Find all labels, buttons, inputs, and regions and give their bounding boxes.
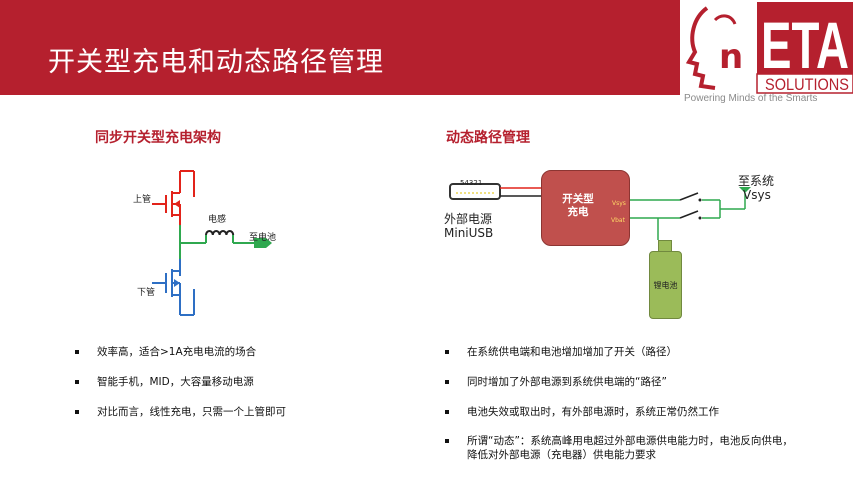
page-title: 开关型充电和动态路径管理 [48,47,384,78]
to-battery-label: 至电池 [249,233,277,243]
usb-pins: 54321 [460,179,483,187]
left-heading: 同步开关型充电架构 [95,130,221,146]
power-path-diagram [449,183,751,240]
charger-label: 开关型充电 [562,193,594,218]
pin-vbat: Vbat [611,217,625,224]
high-side-mosfet [152,170,195,225]
high-side-label: 上管 [133,195,152,205]
right-bullet-1: 在系统供电端和电池增加增加了开关（路径） [445,345,817,359]
low-side-label: 下管 [137,288,156,298]
eta-logo-icon: n ETA SOLUTIONS [685,2,853,94]
sync-switch-diagram [152,170,272,316]
pin-vsys: Vsys [612,200,626,207]
path-switch-icon [679,192,699,219]
right-bullet-3: 电池失效或取出时，有外部电源时，系统正常仍然工作 [445,405,817,419]
battery-icon: 锂电池 [649,251,682,319]
low-side-mosfet [152,259,195,316]
right-bullet-2: 同时增加了外部电源到系统供电端的“路径” [445,375,817,389]
right-bullet-4: 所谓“动态”：系统高峰用电超过外部电源供电能力时，电池反向供电，降低对外部电源（… [445,434,797,462]
logo-tagline: Powering Minds of the Smarts [684,93,818,104]
svg-text:n: n [719,37,743,77]
inductor-icon [205,230,235,236]
system-label-line1: 至系统 [738,174,775,188]
charger-block: 开关型充电 Vsys Vbat [541,170,630,246]
usb-connector-icon [449,183,501,200]
system-label-line2: Vsys [743,188,771,202]
left-bullet-1: 效率高，适合>1A充电电流的场合 [75,345,397,359]
arrow-icon [739,187,751,193]
right-heading: 动态路径管理 [446,130,530,146]
left-bullet-2: 智能手机，MID，大容量移动电源 [75,375,397,389]
logo-solutions: SOLUTIONS [765,75,849,94]
usb-label-line1: 外部电源 [444,212,493,226]
left-bullet-3: 对比而言，线性充电，只需一个上管即可 [75,405,397,419]
inductor-label: 电感 [208,215,227,225]
switch-node [179,225,260,259]
arrow-icon [254,238,272,248]
usb-label-line2: MiniUSB [444,226,494,240]
logo-letters: ETA [761,8,849,82]
